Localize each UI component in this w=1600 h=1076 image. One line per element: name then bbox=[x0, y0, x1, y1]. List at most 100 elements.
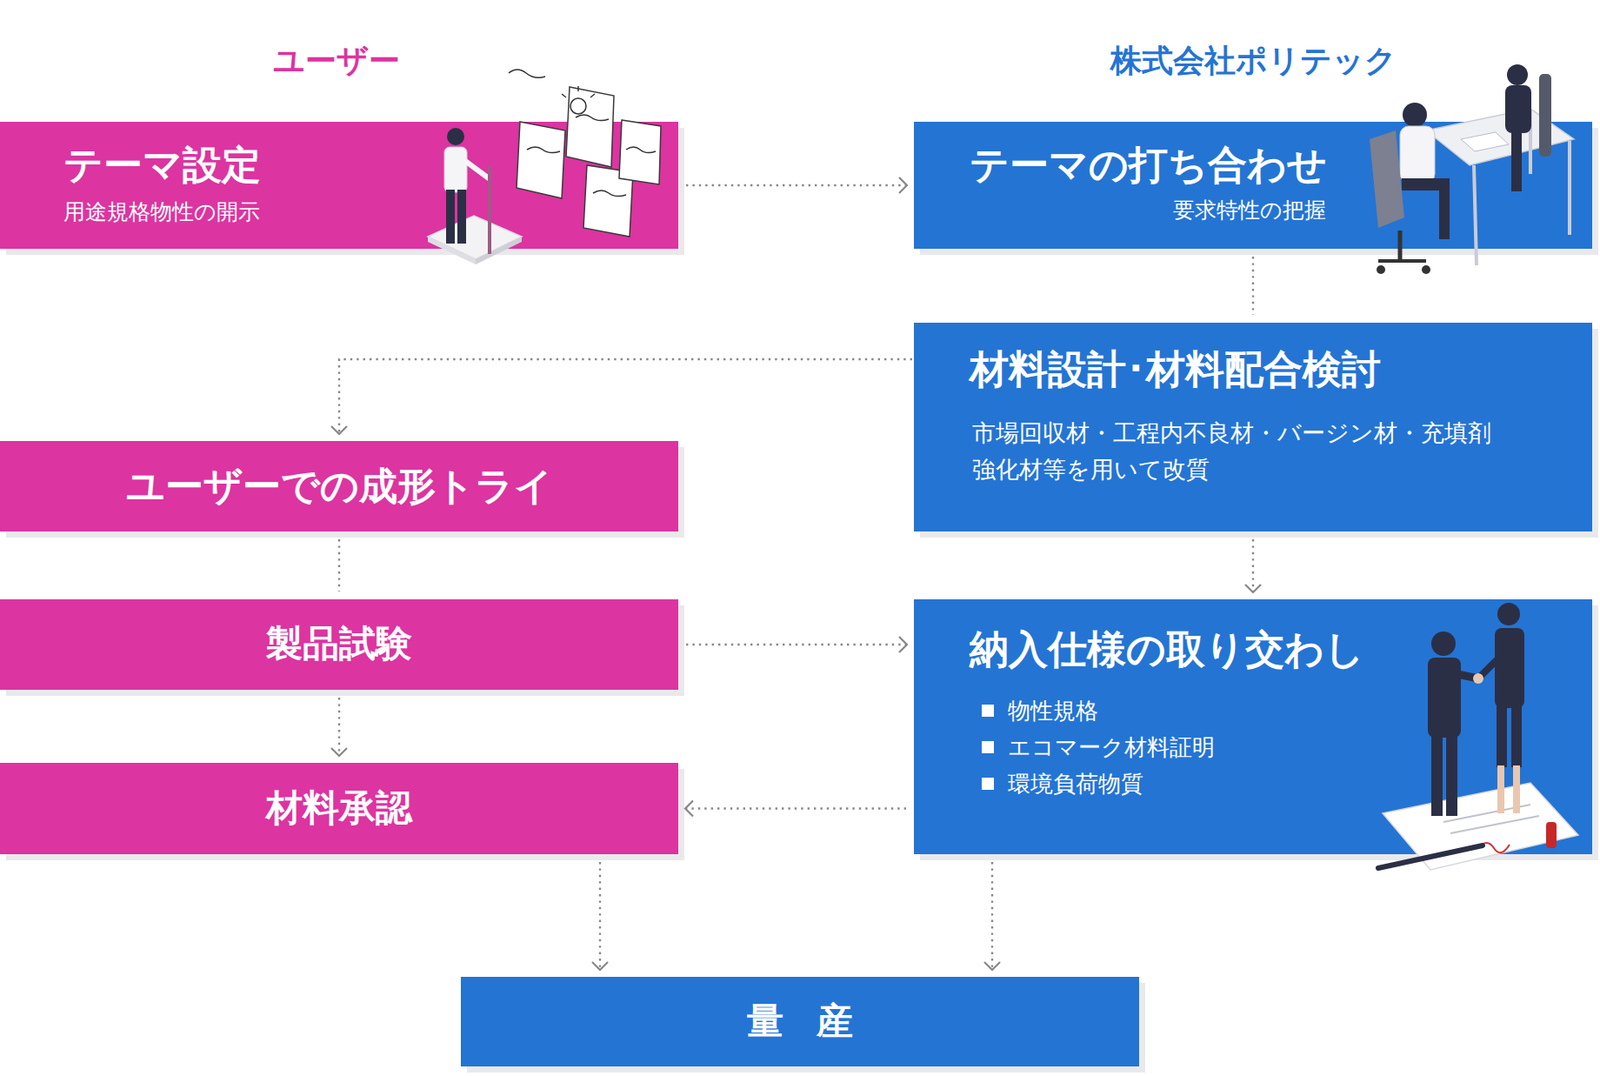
illustration-part bbox=[1446, 735, 1458, 816]
illustration-part bbox=[1460, 132, 1509, 152]
illustration-part bbox=[1457, 673, 1479, 679]
illustration-part bbox=[1378, 845, 1483, 868]
step-title: 材料設計･材料配合検討 bbox=[969, 345, 1381, 394]
company-step-box: 納入仕様の取り交わし物性規格エコマーク材料証明環境負荷物質 bbox=[913, 599, 1593, 854]
illustration-part bbox=[427, 236, 476, 265]
illustration-part bbox=[475, 236, 522, 265]
illustration-part bbox=[570, 98, 587, 114]
user-step-box: 製品試験 bbox=[0, 599, 679, 690]
illustration-part bbox=[465, 160, 489, 179]
bullet-text: エコマーク材料証明 bbox=[1007, 733, 1215, 760]
illustration-part bbox=[1431, 735, 1443, 816]
illustration-part bbox=[1528, 110, 1533, 174]
illustration-part bbox=[1421, 265, 1431, 274]
step-description: 市場回収材・工程内不良材・バージン材・充填剤 強化材等を用いて改質 bbox=[972, 414, 1503, 488]
illustration-part bbox=[526, 146, 560, 154]
illustration-part bbox=[487, 165, 492, 254]
final-step-box: 量産 bbox=[460, 976, 1140, 1067]
column-heading: ユーザー bbox=[273, 40, 400, 83]
illustration-part bbox=[1401, 178, 1450, 191]
illustration-part bbox=[626, 146, 656, 154]
illustration-part bbox=[1546, 821, 1557, 848]
illustration-part bbox=[1505, 85, 1532, 134]
illustration-part bbox=[575, 114, 609, 121]
dotted-connector bbox=[686, 806, 907, 809]
illustration-part bbox=[1478, 842, 1510, 853]
step-description: 用途規格物性の開示 bbox=[63, 198, 260, 226]
bullet-item: 環境負荷物質 bbox=[981, 769, 1144, 799]
bullet-text: 物性規格 bbox=[1007, 697, 1099, 724]
step-title: ユーザーでの成形トライ bbox=[0, 461, 679, 510]
illustration-part bbox=[566, 86, 614, 167]
illustration-part bbox=[508, 69, 546, 78]
step-title: 納入仕様の取り交わし bbox=[969, 625, 1365, 674]
bullet-item: 物性規格 bbox=[981, 696, 1099, 726]
dotted-connector bbox=[1252, 256, 1254, 315]
user-step-box: ユーザーでの成形トライ bbox=[0, 440, 679, 532]
column-heading: 株式会社ポリテック bbox=[1110, 40, 1397, 83]
illustration-part bbox=[1369, 130, 1405, 228]
bullet-square bbox=[981, 740, 994, 754]
idea-illustration bbox=[427, 69, 661, 265]
illustration-part bbox=[1376, 265, 1386, 274]
illustration-part bbox=[444, 146, 467, 193]
bullet-square bbox=[981, 777, 994, 790]
illustration-part bbox=[1513, 765, 1520, 814]
illustration-part bbox=[1427, 657, 1461, 738]
illustration-part bbox=[1473, 673, 1484, 684]
illustration-part bbox=[1473, 165, 1477, 266]
user-step-box: 材料承認 bbox=[0, 762, 679, 854]
illustration-part bbox=[619, 120, 661, 185]
step-title: テーマの打ち合わせ bbox=[969, 140, 1327, 190]
illustration-part bbox=[1426, 108, 1574, 166]
dotted-connector bbox=[686, 184, 907, 187]
illustration-part bbox=[457, 189, 467, 244]
illustration-part bbox=[590, 93, 595, 98]
dotted-connector bbox=[338, 539, 340, 592]
company-step-box: テーマの打ち合わせ要求特性の把握 bbox=[913, 121, 1593, 249]
dotted-connector bbox=[339, 359, 913, 434]
illustration-part bbox=[1497, 765, 1505, 814]
illustration-part bbox=[583, 165, 634, 237]
dotted-connector bbox=[338, 697, 340, 755]
illustration-part bbox=[1511, 130, 1522, 192]
illustration-part bbox=[1496, 706, 1507, 767]
illustration-part bbox=[1511, 706, 1522, 767]
handshake-illustration bbox=[1378, 602, 1579, 870]
step-description: 要求特性の把握 bbox=[1173, 196, 1327, 224]
bullet-text: 環境負荷物質 bbox=[1007, 770, 1144, 797]
illustration-part bbox=[1478, 660, 1496, 679]
illustration-part bbox=[427, 215, 522, 260]
company-step-box: 材料設計･材料配合検討市場回収材・工程内不良材・バージン材・充填剤 強化材等を用… bbox=[913, 322, 1593, 532]
illustration-part bbox=[1378, 259, 1427, 263]
step-title: 量産 bbox=[460, 998, 1140, 1045]
dotted-connector bbox=[686, 643, 907, 646]
illustration-part bbox=[516, 121, 566, 199]
illustration-part bbox=[1398, 230, 1403, 261]
step-title: 製品試験 bbox=[0, 620, 679, 667]
bullet-item: エコマーク材料証明 bbox=[981, 733, 1215, 762]
illustration-part bbox=[1450, 815, 1540, 834]
illustration-part bbox=[1431, 631, 1456, 656]
illustration-part bbox=[1494, 627, 1525, 708]
step-title: テーマ設定 bbox=[63, 140, 261, 190]
dotted-connector bbox=[991, 861, 994, 969]
user-step-box: テーマ設定用途規格物性の開示 bbox=[0, 121, 679, 249]
dotted-connector bbox=[1252, 539, 1254, 592]
illustration-part bbox=[1382, 782, 1579, 870]
illustration-part bbox=[1402, 102, 1427, 127]
illustration-part bbox=[446, 127, 465, 146]
step-title: 材料承認 bbox=[0, 785, 679, 832]
illustration-part bbox=[593, 190, 627, 197]
illustration-part bbox=[1539, 73, 1552, 157]
illustration-part bbox=[1497, 602, 1520, 626]
illustration-part bbox=[1567, 140, 1572, 235]
dotted-connector bbox=[599, 861, 601, 969]
illustration-part bbox=[1439, 178, 1450, 240]
bullet-square bbox=[981, 704, 994, 717]
illustration-part bbox=[1506, 64, 1528, 86]
meeting-illustration bbox=[1369, 64, 1574, 274]
illustration-part bbox=[1443, 804, 1531, 822]
illustration-part bbox=[446, 189, 455, 244]
